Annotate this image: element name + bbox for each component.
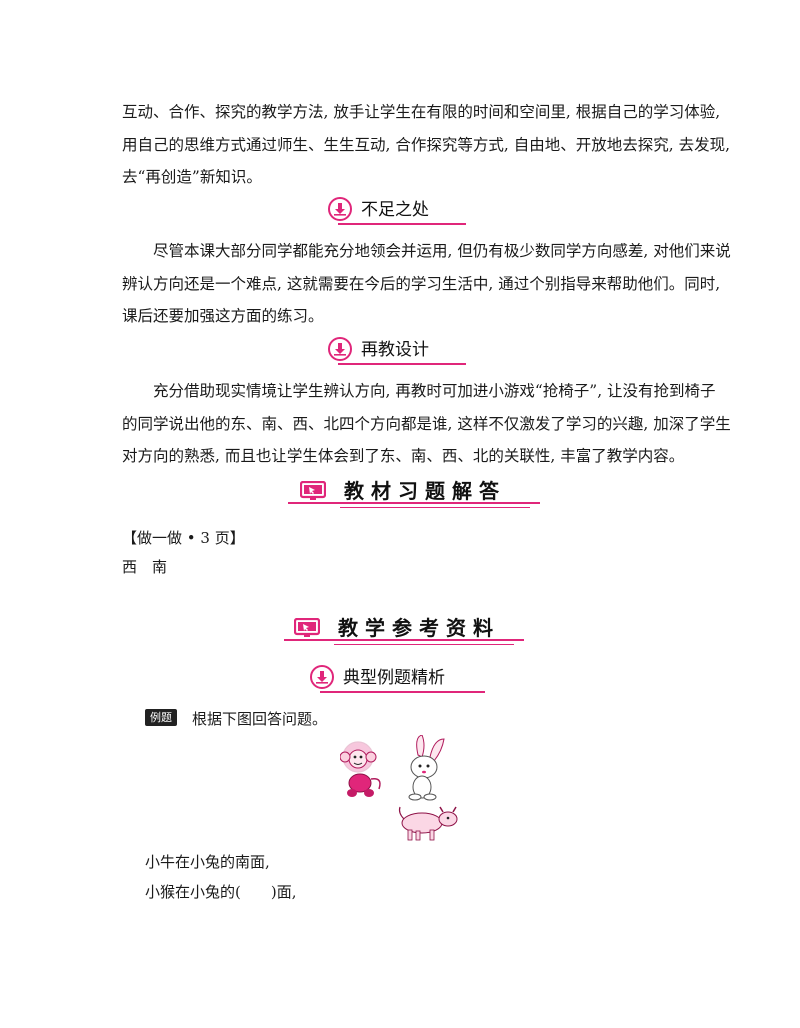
download-arrow-icon [328, 197, 352, 221]
banner-underline-thin [334, 644, 514, 645]
text-line: 用自己的思维方式通过师生、生生互动, 合作探究等方式, 自由地、开放地去探究, … [122, 135, 730, 154]
text-line: 充分借助现实情境让学生辨认方向, 再教时可加进小游戏“抢椅子”, 让没有抢到椅子 [153, 382, 716, 400]
exercise-answer: 西 南 [122, 558, 168, 576]
download-arrow-icon [310, 665, 334, 689]
exercise-heading: 【做一做 • 3 页】 [122, 529, 245, 547]
banner-title: 教学参考资料 [338, 616, 500, 640]
shortcomings-paragraph: 尽管本课大部分同学都能充分地领会并运用, 但仍有极少数同学方向感差, 对他们来说… [122, 235, 731, 333]
example-badge: 例题 [145, 709, 177, 726]
download-arrow-icon [328, 337, 352, 361]
redesign-paragraph: 充分借助现实情境让学生辨认方向, 再教时可加进小游戏“抢椅子”, 让没有抢到椅子… [122, 375, 731, 473]
banner-underline [288, 502, 540, 504]
section-title: 再教设计 [361, 340, 429, 360]
monitor-icon [294, 618, 320, 637]
example-statement-1: 小牛在小兔的南面, [145, 853, 270, 871]
intro-paragraph: 互动、合作、探究的教学方法, 放手让学生在有限的时间和空间里, 根据自己的学习体… [122, 96, 730, 194]
section-underline [338, 223, 466, 225]
section-underline [338, 363, 466, 365]
banner-title: 教材习题解答 [344, 479, 506, 503]
text-line: 互动、合作、探究的教学方法, 放手让学生在有限的时间和空间里, 根据自己的学习体… [122, 103, 721, 121]
banner-underline [284, 639, 524, 641]
rabbit-illustration [408, 735, 445, 801]
text-line: 课后还要加强这方面的练习。 [122, 307, 324, 325]
example-statement-2: 小猴在小兔的( )面, [145, 883, 297, 901]
monkey-illustration [340, 741, 381, 797]
banner-underline-thin [340, 507, 530, 508]
text-line: 尽管本课大部分同学都能充分地领会并运用, 但仍有极少数同学方向感差, 对他们来说 [153, 242, 731, 260]
section-underline [320, 691, 485, 693]
text-line: 去“再创造”新知识。 [122, 168, 262, 186]
text-line: 的同学说出他的东、南、西、北四个方向都是谁, 这样不仅激发了学习的兴趣, 加深了… [122, 414, 731, 433]
animals-figure [340, 735, 458, 841]
cow-illustration [398, 806, 458, 841]
banner-textbook-answers: 教材习题解答 [288, 479, 540, 521]
section-title: 不足之处 [361, 200, 429, 220]
monitor-icon [300, 481, 326, 500]
text-line: 辨认方向还是一个难点, 这就需要在今后的学习生活中, 通过个别指导来帮助他们。同… [122, 274, 721, 293]
example-prompt: 根据下图回答问题。 [192, 710, 328, 728]
section-title: 典型例题精析 [343, 668, 445, 688]
banner-teaching-references: 教学参考资料 [284, 616, 524, 658]
text-line: 对方向的熟悉, 而且也让学生体会到了东、南、西、北的关联性, 丰富了教学内容。 [122, 447, 685, 465]
